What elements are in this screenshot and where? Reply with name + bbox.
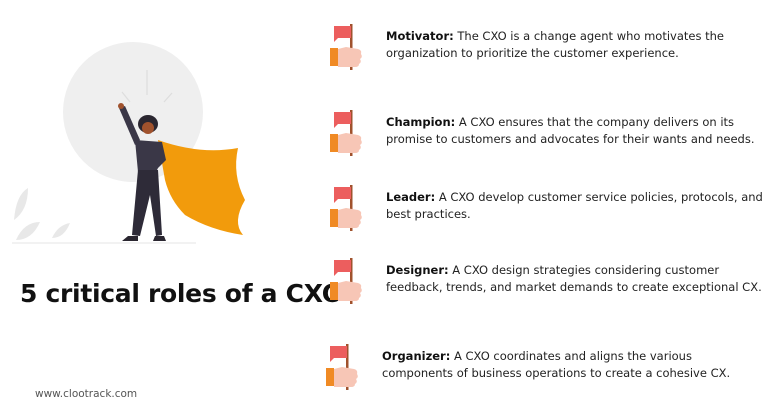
role-text: Motivator: The CXO is a change agent who… <box>386 28 766 62</box>
role-name: Organizer: <box>382 349 451 363</box>
role-text: Leader: A CXO develop customer service p… <box>386 189 766 223</box>
flag-hand-icon <box>330 110 362 156</box>
role-text: Designer: A CXO design strategies consid… <box>386 262 766 296</box>
flag-hand-icon <box>330 185 362 231</box>
role-desc: A CXO design strategies considering cust… <box>386 263 762 294</box>
flag-hand-icon <box>330 24 362 70</box>
role-desc: A CXO ensures that the company delivers … <box>386 115 755 146</box>
role-item: Designer: A CXO design strategies consid… <box>328 256 762 308</box>
role-item: Leader: A CXO develop customer service p… <box>328 183 763 235</box>
flag-hand-icon <box>330 258 362 304</box>
role-name: Champion: <box>386 115 456 129</box>
footer-url: www.clootrack.com <box>35 388 138 400</box>
role-text: Champion: A CXO ensures that the company… <box>386 114 766 148</box>
burst-lines-icon <box>121 70 173 103</box>
figure <box>132 170 162 236</box>
role-name: Leader: <box>386 190 436 204</box>
superhero-illustration <box>12 42 245 244</box>
flag-hand-icon <box>326 344 358 390</box>
role-text: Organizer: A CXO coordinates and aligns … <box>382 348 762 382</box>
role-desc: A CXO develop customer service policies,… <box>386 190 763 221</box>
page-title: 5 critical roles of a CXO <box>20 279 343 308</box>
role-item: Motivator: The CXO is a change agent who… <box>328 22 758 74</box>
role-item: Champion: A CXO ensures that the company… <box>328 108 758 160</box>
leaves-icon <box>14 188 70 240</box>
role-item: Organizer: A CXO coordinates and aligns … <box>324 342 754 394</box>
role-desc: The CXO is a change agent who motivates … <box>386 29 724 60</box>
role-name: Designer: <box>386 263 449 277</box>
cape <box>158 140 245 235</box>
role-desc: A CXO coordinates and aligns the various… <box>382 349 731 380</box>
role-name: Motivator: <box>386 29 454 43</box>
